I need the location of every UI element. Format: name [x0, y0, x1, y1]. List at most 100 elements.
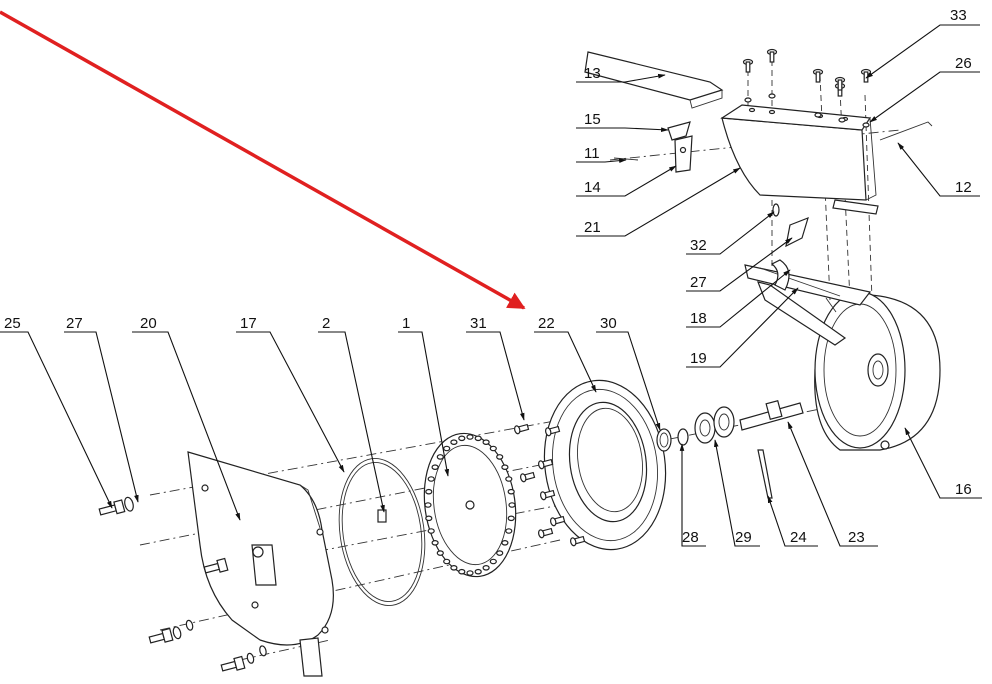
- callout-20: 20: [140, 315, 157, 332]
- part-pin-32: [772, 203, 780, 217]
- part-plate-14: [674, 135, 693, 173]
- disc-cell: [482, 564, 490, 571]
- part-screws-31: [514, 423, 586, 547]
- part-hopper: [720, 104, 879, 215]
- part-latch-15: [667, 121, 691, 141]
- part-seed-disc: [423, 432, 517, 578]
- callout-23: 23: [848, 529, 865, 546]
- disc-cell: [507, 515, 515, 522]
- part-lever-19: [757, 259, 847, 346]
- disc-cell: [482, 439, 490, 446]
- screw: [742, 58, 754, 73]
- callout-21: 21: [584, 219, 601, 236]
- part-shaft: [739, 399, 804, 431]
- callout-2: 2: [322, 315, 330, 332]
- screw: [550, 515, 566, 527]
- screw: [812, 68, 824, 83]
- disc-cell: [427, 528, 435, 534]
- washer: [744, 97, 752, 103]
- part-bearings-30: [694, 406, 735, 444]
- screw: [570, 535, 586, 547]
- washer: [768, 93, 776, 99]
- disc-cell: [425, 515, 433, 522]
- callout-29: 30: [600, 315, 617, 332]
- disc-cell: [505, 528, 513, 534]
- disc-cell: [501, 539, 509, 546]
- callout-labels: 13 15 11 14 21 33 26 12 32 27 18 19 16 2…: [4, 7, 972, 546]
- callout-13: 13: [584, 65, 601, 82]
- screw: [540, 489, 556, 501]
- disc-cell: [489, 558, 497, 565]
- part-washer-29: [656, 428, 672, 452]
- part-housing-flange: [543, 379, 667, 551]
- part-screws-left: [98, 496, 267, 672]
- disc-cell: [489, 445, 497, 452]
- part-cover-plate: [187, 451, 334, 677]
- callout-22: 22: [538, 315, 555, 332]
- callout-33: 33: [950, 7, 967, 24]
- screw: [538, 458, 554, 470]
- callout-1: 1: [402, 315, 410, 332]
- callout-24: 24: [790, 529, 807, 546]
- part-bracket-18: [744, 264, 872, 306]
- disc-cell: [474, 435, 482, 442]
- screw: [538, 527, 554, 539]
- part-seal-ring: [338, 458, 426, 606]
- leader-lines: [0, 24, 982, 547]
- screw: [520, 471, 536, 483]
- disc-cell: [507, 488, 515, 495]
- disc-cell: [425, 488, 433, 495]
- screw: [766, 48, 778, 63]
- disc-cell: [466, 434, 474, 440]
- disc-cell: [443, 558, 451, 565]
- disc-cell: [496, 550, 504, 556]
- disc-cell: [466, 570, 474, 576]
- disc-cell: [501, 464, 509, 471]
- disc-cell: [431, 539, 439, 546]
- disc-cell: [508, 502, 516, 508]
- callout-18: 18: [690, 310, 707, 327]
- disc-cell: [450, 564, 458, 571]
- washer: [838, 117, 846, 123]
- callout-15: 15: [584, 111, 601, 128]
- disc-cell: [436, 550, 444, 556]
- disc-cell: [496, 454, 504, 460]
- callout-17: 17: [240, 315, 257, 332]
- part-main-housing: [814, 291, 941, 451]
- highlight-arrow: [0, 10, 526, 310]
- washer: [814, 112, 822, 118]
- callout-27-right: 27: [690, 274, 707, 291]
- disc-cell: [450, 439, 458, 446]
- washer: [862, 122, 870, 128]
- callout-25: 25: [4, 315, 21, 332]
- callout-30: 29: [735, 529, 752, 546]
- callout-27-left: 27: [66, 315, 83, 332]
- screw: [834, 76, 846, 91]
- screw: [514, 423, 530, 435]
- disc-cell: [443, 445, 451, 452]
- callout-28: 28: [682, 529, 699, 546]
- callout-26: 26: [955, 55, 972, 72]
- disc-cell: [505, 476, 513, 482]
- callout-11: 11: [584, 145, 600, 162]
- callout-16: 16: [955, 481, 972, 498]
- disc-cell: [436, 454, 444, 460]
- callout-14: 14: [584, 179, 601, 196]
- disc-cell: [458, 435, 466, 442]
- part-clip-27: [785, 216, 809, 248]
- callout-32: 32: [690, 237, 707, 254]
- screw: [545, 425, 561, 437]
- part-ring-28: [677, 428, 689, 446]
- callout-19: 19: [690, 350, 707, 367]
- disc-cell: [431, 464, 439, 471]
- part-screws-33: [742, 48, 872, 128]
- disc-cell: [474, 568, 482, 575]
- part-lid: [584, 51, 724, 109]
- callout-31: 31: [470, 315, 487, 332]
- disc-cell: [458, 568, 466, 575]
- disc-cell: [424, 502, 432, 508]
- part-key: [757, 449, 773, 499]
- callout-12: 12: [955, 179, 972, 196]
- disc-cell: [427, 476, 435, 482]
